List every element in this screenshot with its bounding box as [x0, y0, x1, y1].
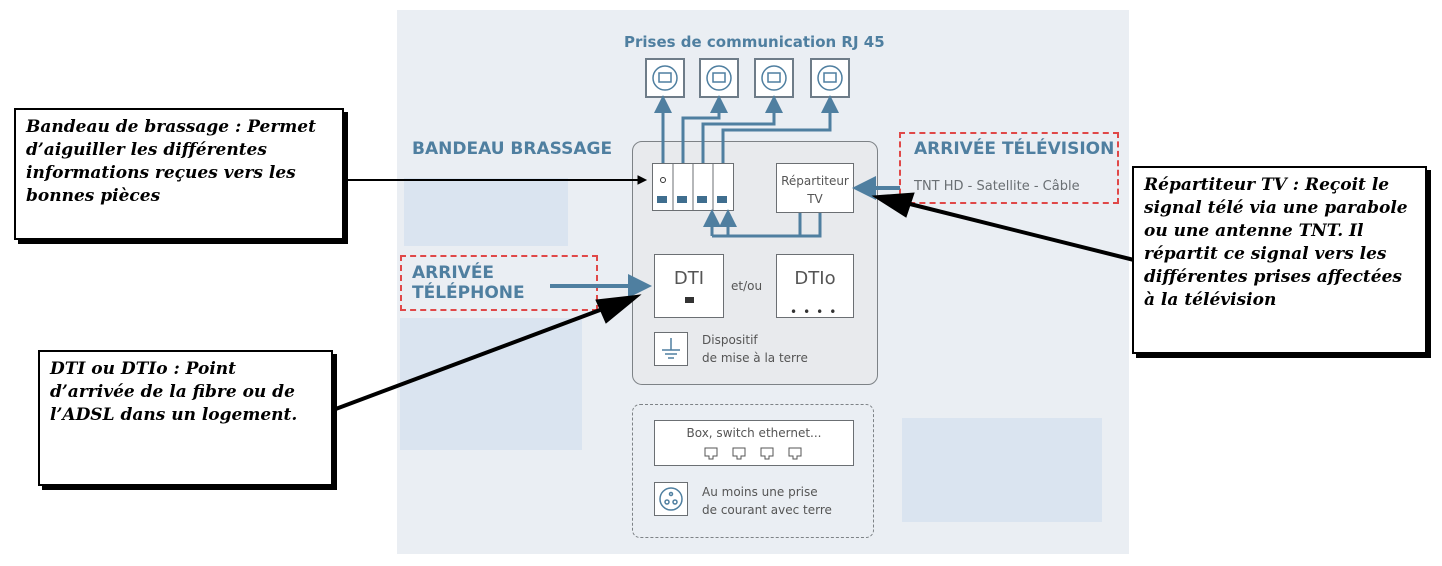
- switch-port-icons: [704, 447, 802, 460]
- arrivee-tv-title: ARRIVÉE TÉLÉVISION: [914, 139, 1115, 159]
- power-outlet-icon: [659, 487, 683, 511]
- dti-label: DTI: [673, 268, 705, 289]
- arrivee-tel-frame: [400, 255, 598, 311]
- rj45-title: Prises de communication RJ 45: [624, 33, 885, 51]
- cables: [550, 95, 900, 298]
- callout-pointers: [332, 175, 1143, 412]
- dti-box: [654, 254, 724, 318]
- arrivee-tv-subtitle: TNT HD - Satellite - Câble: [914, 179, 1080, 194]
- equipment-area: [632, 404, 874, 538]
- prise-line2: de courant avec terre: [702, 503, 832, 517]
- prise-line1: Au moins une prise: [702, 485, 818, 499]
- arrivee-tv-frame: [899, 132, 1119, 204]
- mask-block-right: [902, 418, 1102, 522]
- patch-panel-ports: [657, 196, 727, 203]
- dtio-label: DTIo: [794, 268, 836, 289]
- callout-dti: DTI ou DTIo : Point d’arrivée de la fibr…: [38, 350, 333, 486]
- terre-line1: Dispositif: [702, 333, 758, 347]
- rj45-port-icons: [652, 65, 843, 91]
- arrivee-tel-line1: ARRIVÉE: [412, 263, 495, 283]
- ground-icon: [662, 338, 680, 359]
- dtio-box: [776, 254, 854, 318]
- arrivee-tel-line2: TÉLÉPHONE: [412, 283, 525, 303]
- callout-repartiteur: Répartiteur TV : Reçoit le signal télé v…: [1132, 166, 1427, 354]
- dtio-ports-icon: ••••: [790, 305, 843, 319]
- mask-block-left-bottom: [400, 318, 582, 450]
- bandeau-title: BANDEAU BRASSAGE: [412, 139, 613, 159]
- repartiteur-label-2: TV: [807, 192, 823, 206]
- terre-line2: de mise à la terre: [702, 351, 808, 365]
- patch-panel-slots: [672, 163, 714, 211]
- dti-port-icon: [685, 297, 694, 303]
- box-switch: [654, 420, 854, 466]
- etou-label: et/ou: [731, 279, 763, 293]
- mask-block-left-top: [404, 178, 568, 246]
- repartiteur-label-1: Répartiteur: [781, 174, 849, 188]
- callout-bandeau: Bandeau de brassage : Permet d’aiguiller…: [14, 108, 344, 240]
- box-switch-label: Box, switch ethernet...: [686, 426, 822, 440]
